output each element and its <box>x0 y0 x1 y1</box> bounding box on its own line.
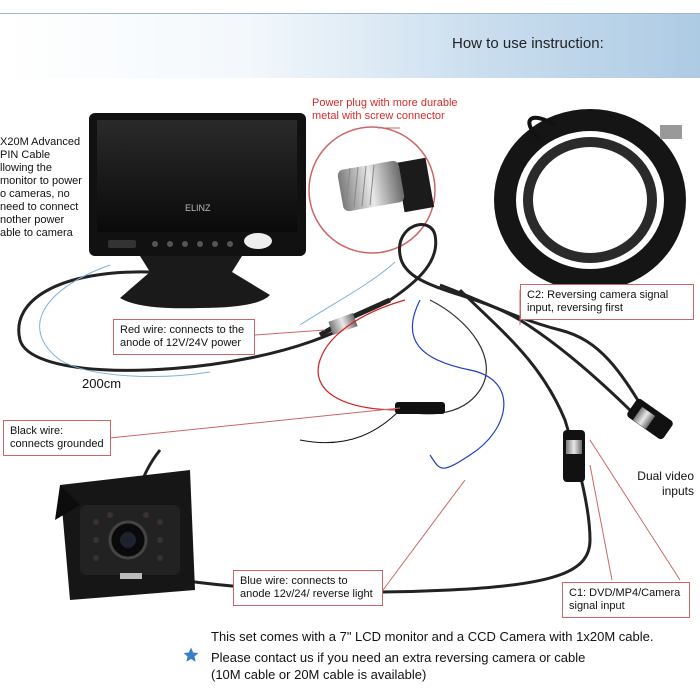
length-dimension-line <box>39 264 211 377</box>
blue-wire-callout: Blue wire: connects to anode 12v/24/ rev… <box>233 570 383 606</box>
monitor-brand-logo: ELINZ <box>185 203 211 213</box>
lcd-monitor <box>89 113 306 309</box>
blue-wire-note-line: anode 12v/24/ reverse light <box>240 588 373 600</box>
footer-availability-note: (10M cable or 20M cable is available) <box>211 667 427 682</box>
red-wire-callout: Red wire: connects to the anode of 12V/2… <box>113 319 255 355</box>
power-plug-note: Power plug with more durable metal with … <box>312 97 458 123</box>
cable-length-label: 200cm <box>82 376 122 391</box>
footer-contact-note: Please contact us if you need an extra r… <box>211 650 586 665</box>
monitor-note-line: PIN Cable <box>0 149 51 161</box>
dual-video-note-line: Dual video <box>637 469 694 483</box>
monitor-cable <box>17 270 351 372</box>
monitor-note-line: monitor to power <box>0 175 82 187</box>
c1-note-line: signal input <box>569 600 625 612</box>
c2-note-line: C2: Reversing camera signal <box>527 289 669 301</box>
star-icon <box>183 647 199 662</box>
monitor-note-line: nother power <box>0 214 65 226</box>
c2-callout: C2: Reversing camera signal input, rever… <box>520 284 694 320</box>
dual-video-note-line: inputs <box>661 484 694 498</box>
header-rule <box>0 13 700 14</box>
ccd-camera <box>55 470 195 600</box>
page-title: How to use instruction: <box>452 35 604 52</box>
power-plug-note-line: Power plug with more durable <box>312 97 458 109</box>
red-wire-note-line: Red wire: connects to the <box>120 324 245 336</box>
monitor-note-line: able to camera <box>0 227 73 239</box>
c1-note-line: C1: DVD/MP4/Camera <box>569 587 681 599</box>
blue-wire-note-line: Blue wire: connects to <box>240 575 348 587</box>
monitor-note-line: o cameras, no <box>0 188 70 200</box>
c2-connector <box>627 398 673 440</box>
monitor-note-line: need to connect <box>0 201 79 213</box>
power-plug-note-line: metal with screw connector <box>312 110 445 122</box>
dual-video-note: Dual video inputs <box>628 469 694 499</box>
header-band <box>0 14 700 78</box>
black-wire-callout: Black wire: connects grounded <box>3 420 111 456</box>
black-wire-note-line: Black wire: <box>10 425 64 437</box>
monitor-note-line: llowing the <box>0 162 52 174</box>
monitor-note-line: X20M Advanced <box>0 136 81 148</box>
c2-note-line: input, reversing first <box>527 302 623 314</box>
black-wire-note-line: connects grounded <box>10 438 104 450</box>
red-wire-note-line: anode of 12V/24V power <box>120 337 242 349</box>
footer-package-note: This set comes with a 7" LCD monitor and… <box>211 629 654 644</box>
power-plug-closeup <box>308 126 436 254</box>
cable-reel <box>494 109 686 291</box>
c1-connector <box>563 430 585 482</box>
monitor-cable-note: X20M Advanced PIN Cable llowing the moni… <box>0 136 82 240</box>
c1-callout: C1: DVD/MP4/Camera signal input <box>562 582 690 618</box>
